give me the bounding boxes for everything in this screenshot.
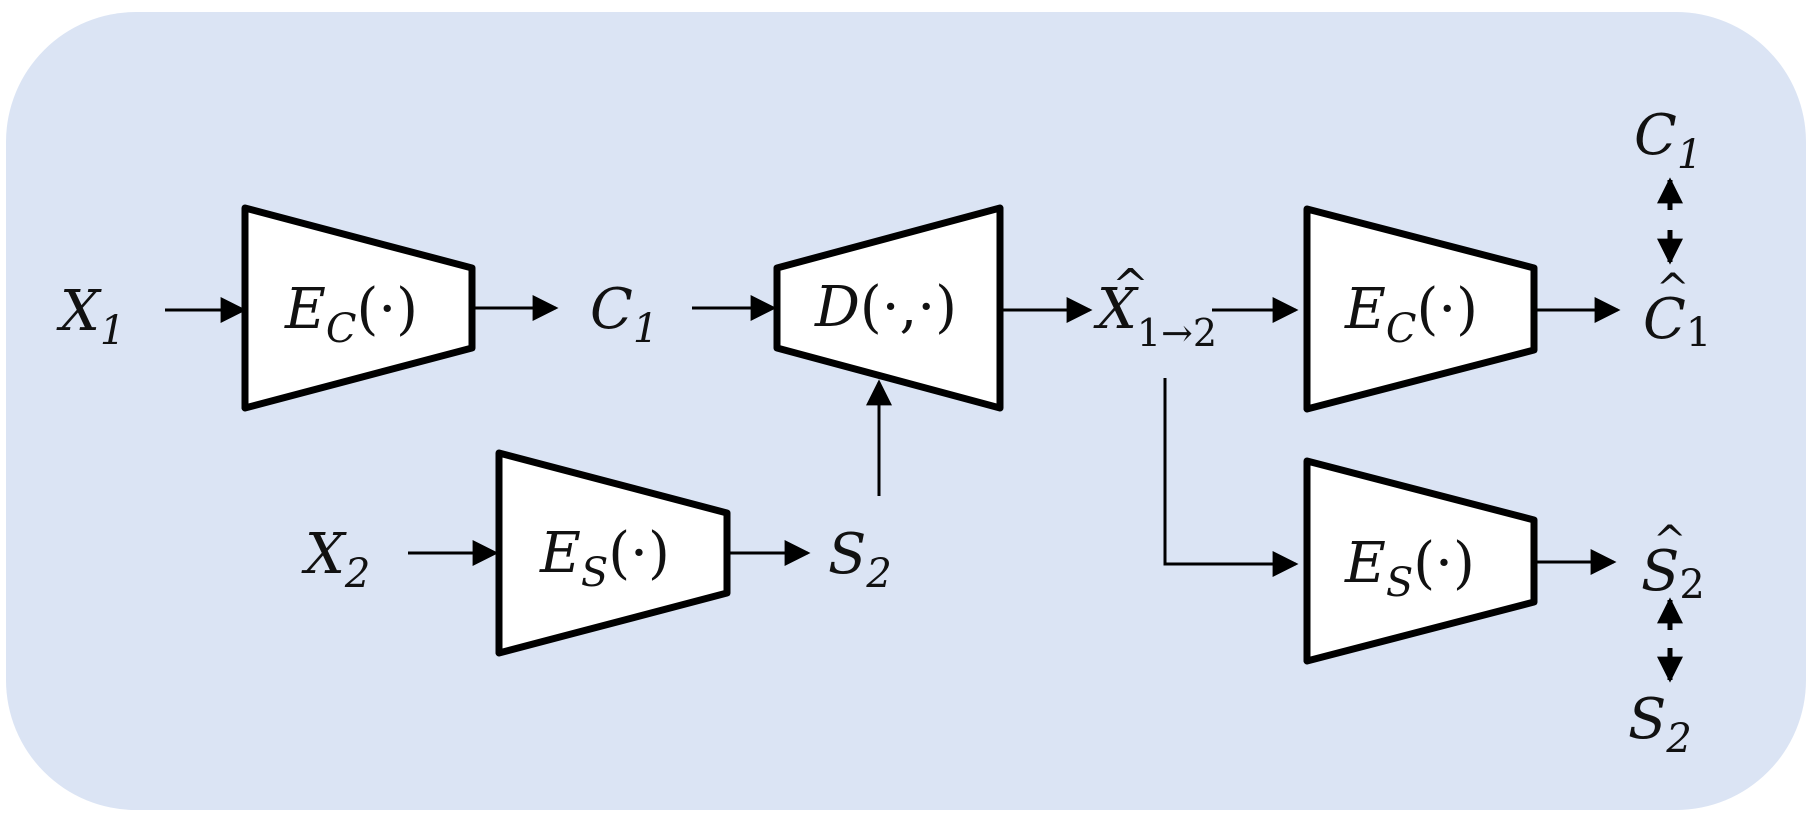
label-c1-hat: C1 xyxy=(1643,287,1711,356)
label-enc-s-2: ES(·) xyxy=(1344,531,1475,606)
label-s2-hat: S2 xyxy=(1641,539,1705,608)
label-xhat-hat: ^ xyxy=(1112,260,1149,311)
background-panel xyxy=(6,12,1806,810)
label-enc-s-1: ES(·) xyxy=(539,521,670,596)
style-encoder-block-2 xyxy=(1303,457,1538,665)
label-s2-hat-hat: ^ xyxy=(1653,518,1687,564)
label-x2: X2 xyxy=(301,522,370,597)
label-xhat: X1→2 xyxy=(1093,277,1217,355)
label-enc-c-1: EC(·) xyxy=(284,277,418,352)
content-encoder-block-2 xyxy=(1303,205,1538,413)
style-encoder-block-1 xyxy=(495,449,731,657)
label-enc-c-2: EC(·) xyxy=(1344,277,1478,352)
arrow-xhat-to-enc-s xyxy=(1163,378,1299,577)
label-decoder: D(·,·) xyxy=(814,275,957,340)
label-c1-target: C1 xyxy=(1634,103,1702,178)
label-c1: C1 xyxy=(590,277,658,352)
content-encoder-block-1 xyxy=(241,204,476,412)
label-s2: S2 xyxy=(828,522,892,597)
label-s2-target: S2 xyxy=(1628,687,1692,762)
decoder-block xyxy=(773,204,1004,412)
label-x1: X1 xyxy=(56,279,125,354)
label-c1-hat-hat: ^ xyxy=(1656,266,1690,312)
